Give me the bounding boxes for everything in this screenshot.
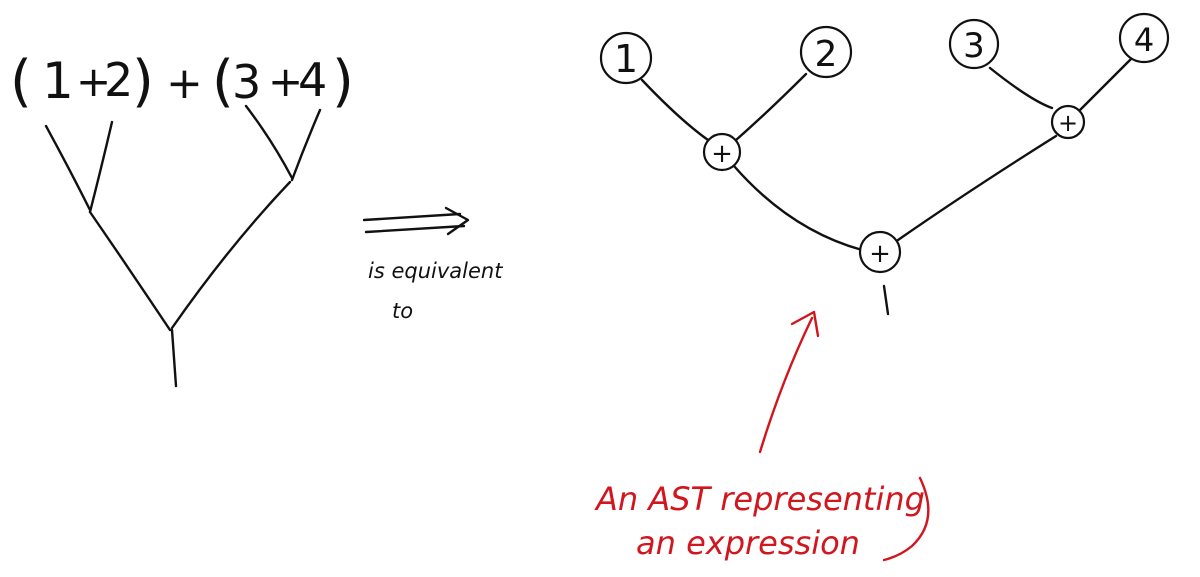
node-circle: [799, 25, 853, 79]
node-circle: [948, 18, 1000, 70]
expr-number-1: 1: [42, 52, 74, 110]
node-circle: [702, 132, 742, 172]
tree-branch: [170, 180, 292, 330]
ast-operator-node-left: +: [702, 132, 742, 172]
annotation-arrow-line: [758, 316, 814, 454]
expr-number-4: 4: [298, 53, 327, 107]
tree-branch: [88, 120, 114, 214]
ast-leaf-label-2: 2: [815, 34, 838, 75]
ast-operator-node-right: +: [1050, 104, 1086, 140]
ast-operator-node-root: +: [858, 230, 902, 274]
expr-number-2: 2: [104, 53, 133, 107]
tree-branch: [44, 124, 92, 212]
node-circle: [1118, 12, 1170, 64]
arrow-head: [444, 206, 470, 236]
node-circle: [599, 31, 653, 85]
close-paren-2: ): [332, 49, 354, 114]
expr-plus-1: +: [76, 57, 111, 106]
ast-edge: [640, 78, 710, 142]
tree-branch: [290, 108, 322, 182]
ast-op-label-left: +: [711, 139, 733, 169]
close-paren-1: ): [132, 49, 154, 114]
ast-edge: [896, 134, 1058, 242]
parse-tree-lines: [44, 104, 322, 388]
annotation-flourish: [882, 476, 930, 562]
ast-leaf-node-2: 2: [799, 25, 853, 79]
ast-edge: [734, 72, 808, 142]
connector-text-line-2: to: [392, 299, 413, 323]
equivalence-arrow: [362, 206, 470, 236]
ast-leaf-node-4: 4: [1118, 12, 1170, 64]
open-paren-1: (: [10, 49, 32, 114]
ast-edge: [1078, 52, 1138, 112]
ast-leaf-label-1: 1: [614, 37, 638, 81]
ast-leaf-label-3: 3: [963, 26, 985, 66]
ast-root-stem: [882, 284, 890, 316]
node-circle: [858, 230, 902, 274]
annotation-arrow-head: [790, 310, 820, 338]
ast-op-label-right: +: [1058, 109, 1078, 137]
tree-branch: [88, 210, 172, 332]
expr-plus-2: +: [268, 57, 303, 106]
annotation-text-line-2: an expression: [636, 524, 860, 562]
tree-branch: [244, 104, 294, 180]
ast-leaf-node-3: 3: [948, 18, 1000, 70]
annotation-text-line-1: An AST representing: [594, 480, 925, 518]
open-paren-2: (: [212, 49, 234, 114]
ast-edges: [640, 52, 1138, 316]
ast-op-label-root: +: [869, 239, 891, 269]
ast-leaf-node-1: 1: [599, 31, 653, 85]
arrow-line: [362, 212, 462, 222]
ast-edge: [988, 66, 1054, 110]
ast-edge: [732, 164, 864, 252]
expr-number-3: 3: [232, 55, 261, 109]
arrow-line: [364, 224, 466, 234]
ast-leaf-label-4: 4: [1134, 21, 1154, 59]
expression-row: ( 1 + 2 ) + ( 3 + 4 ): [10, 49, 354, 114]
tree-root-stem: [170, 328, 178, 388]
expr-plus-main: +: [166, 58, 203, 109]
connector-text-line-1: is equivalent: [368, 259, 503, 283]
annotation-arrow: [758, 310, 820, 454]
node-circle: [1050, 104, 1086, 140]
